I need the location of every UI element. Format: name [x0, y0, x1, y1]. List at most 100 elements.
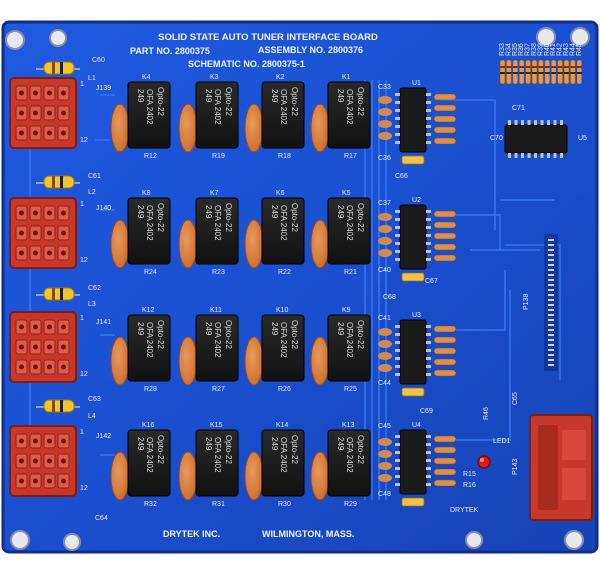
label-c63: C63	[88, 396, 101, 403]
bank-resistor-label: R39	[537, 43, 544, 56]
relay-ref-label: K16	[142, 422, 155, 429]
relay-resistor-label: R23	[212, 269, 225, 276]
relay-ref-label: K15	[210, 422, 223, 429]
relay-code: 249	[136, 205, 145, 219]
disc-capacitor	[310, 336, 330, 386]
ic-label: U5	[578, 135, 587, 142]
bank-resistor: R36	[518, 43, 525, 85]
relay-code: 249	[270, 322, 279, 336]
relay-brand: Opto-22	[224, 435, 233, 464]
relay-model: OFA 2402	[345, 205, 354, 241]
bank-resistor-label: R38	[531, 43, 538, 56]
brand-mark: DRYTEK	[450, 507, 479, 514]
relay-brand: Opto-22	[290, 203, 299, 232]
bank-resistor-label: R41	[550, 43, 557, 56]
bank-resistor: R42	[557, 43, 564, 85]
schematic-number: SCHEMATIC NO. 2800375-1	[188, 59, 305, 69]
inductor: L4	[36, 399, 96, 420]
relay-brand: Opto-22	[356, 435, 365, 464]
connector-pin12-label: 12	[80, 485, 88, 492]
relay-ref-label: K12	[142, 307, 155, 314]
bank-resistor: R37	[525, 43, 532, 85]
relay-resistor-label: R18	[278, 153, 291, 160]
relay-model: OFA 2402	[345, 437, 354, 473]
connector-pin12-label: 12	[80, 257, 88, 264]
bank-resistor-label: R34	[505, 43, 512, 56]
inductor-label: L1	[88, 75, 96, 82]
relay-model: OFA 2402	[145, 322, 154, 358]
bank-resistor: R40	[544, 43, 551, 85]
mounting-hole	[63, 533, 81, 551]
disc-capacitor	[110, 451, 130, 501]
connector-pin1-label: 1	[80, 201, 84, 208]
header-label: P138	[523, 294, 530, 310]
label-c60: C60	[92, 57, 105, 64]
ic-label: U1	[412, 80, 421, 87]
disc-capacitor	[244, 451, 264, 501]
inductor-label: L2	[88, 189, 96, 196]
relay-resistor-label: R27	[212, 386, 225, 393]
relay-resistor-label: R28	[144, 386, 157, 393]
maker-name: DRYTEK INC.	[163, 529, 220, 539]
traces	[29, 80, 561, 500]
relay-model: OFA 2402	[213, 322, 222, 358]
mounting-hole	[49, 29, 67, 47]
relay-resistor-label: R19	[212, 153, 225, 160]
ic-label: U4	[412, 422, 421, 429]
relay-brand: Opto-22	[156, 435, 165, 464]
bank-resistor: R43	[563, 43, 570, 85]
relay-brand: Opto-22	[356, 203, 365, 232]
relay-resistor-label: R24	[144, 269, 157, 276]
connector-pin1-label: 1	[80, 429, 84, 436]
relay-brand: Opto-22	[224, 87, 233, 116]
relay-resistor-label: R31	[212, 501, 225, 508]
disc-capacitor	[178, 451, 198, 501]
part-number: PART NO. 2800375	[130, 46, 210, 56]
connector-pin1-label: 1	[80, 81, 84, 88]
header-pins	[548, 239, 554, 366]
relay-resistor-label: R12	[144, 153, 157, 160]
relay-ref-label: K8	[142, 190, 151, 197]
relay-model: OFA 2402	[213, 89, 222, 125]
relay-model: OFA 2402	[213, 437, 222, 473]
relay-ref-label: K10	[276, 307, 289, 314]
relay-model: OFA 2402	[279, 89, 288, 125]
connector-pin12-label: 12	[80, 371, 88, 378]
label-c64: C64	[95, 515, 108, 522]
label-c71: C71	[512, 105, 525, 112]
relay-resistor-label: R26	[278, 386, 291, 393]
mounting-hole	[536, 27, 556, 47]
relay-code: 249	[270, 89, 279, 103]
bank-resistor-label: R36	[518, 43, 525, 56]
relay-code: 249	[136, 322, 145, 336]
relay-code: 249	[136, 89, 145, 103]
relay-ref-label: K3	[210, 74, 219, 81]
relay-code: 249	[136, 437, 145, 451]
inductor-label: L4	[88, 413, 96, 420]
relay-ref-label: K4	[142, 74, 151, 81]
relay-resistor-label: R32	[144, 501, 157, 508]
ic-label: U2	[412, 197, 421, 204]
disc-capacitor	[310, 103, 330, 153]
disc-capacitor	[178, 336, 198, 386]
ic-u3: U3	[378, 312, 457, 397]
relay-brand: Opto-22	[356, 87, 365, 116]
bank-resistor: R33	[499, 43, 506, 85]
relay-ref-label: K13	[342, 422, 355, 429]
inductor-label: L3	[88, 301, 96, 308]
bank-resistor-label: R45	[576, 43, 583, 56]
relay-resistor-label: R21	[344, 269, 357, 276]
ic-u2: U2	[378, 197, 457, 282]
relay-ref-label: K7	[210, 190, 219, 197]
relay-brand: Opto-22	[156, 320, 165, 349]
relay-model: OFA 2402	[345, 322, 354, 358]
